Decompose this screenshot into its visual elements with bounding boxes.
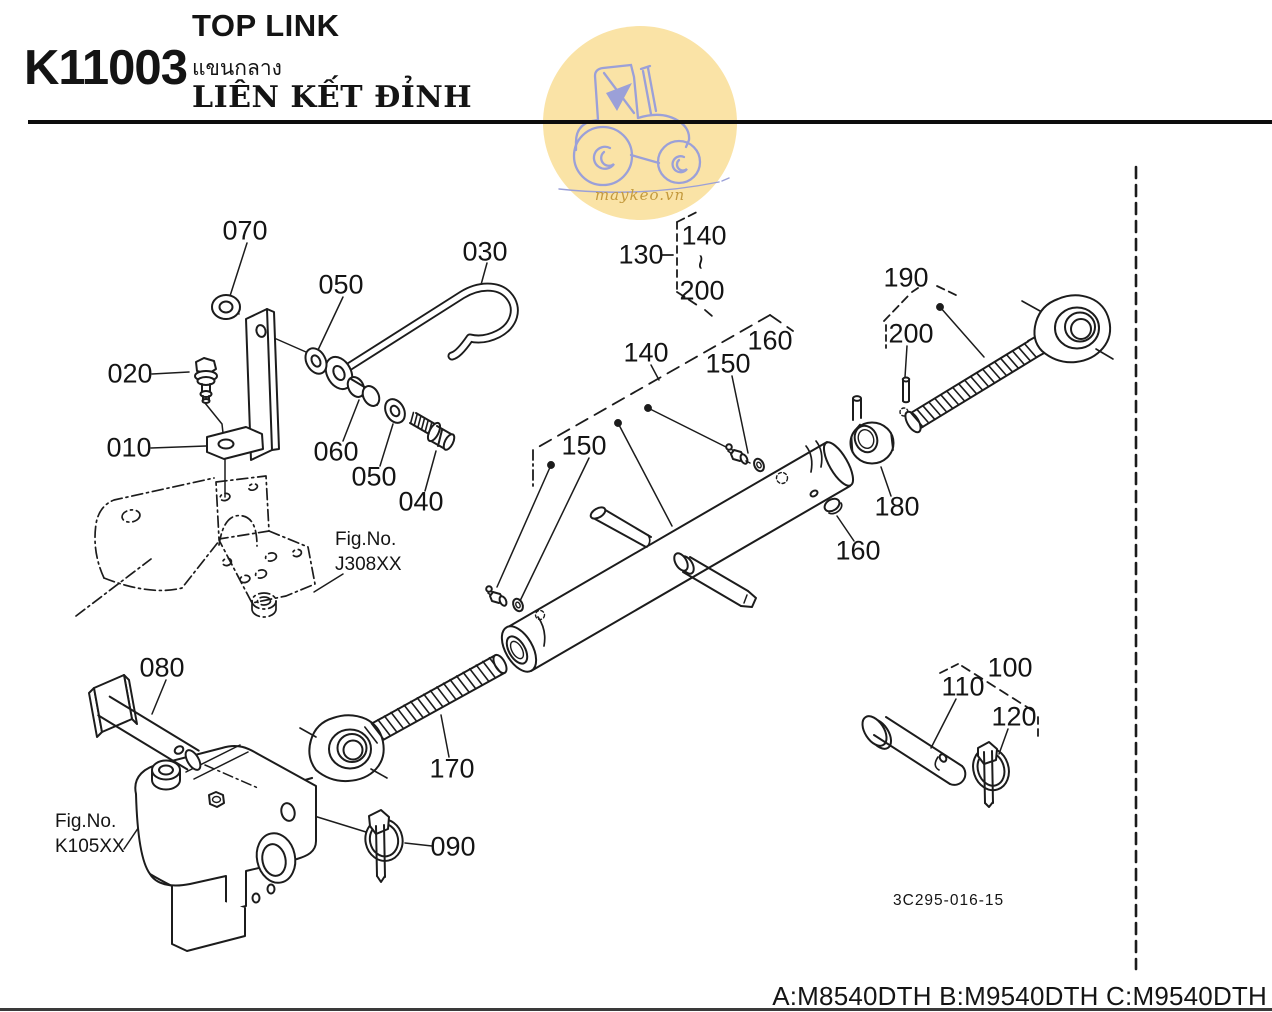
section-code: K11003 — [24, 41, 188, 95]
rod-170-assembly — [88, 653, 508, 952]
title-thai: แขนกลาง — [192, 57, 282, 80]
phantom-housing-j308 — [75, 475, 316, 618]
header-rule — [28, 120, 1272, 124]
model-applicability: A:M8540DTH B:M9540DTH C:M9540DTH — [772, 981, 1267, 1011]
title-english: TOP LINK — [192, 8, 340, 43]
watermark-text: maykeo.vn — [594, 186, 686, 204]
bracket-assembly — [194, 282, 519, 498]
rod-190-assembly — [849, 294, 1114, 465]
group-boundary — [532, 210, 1039, 740]
drawing-code: 3C295-016-15 — [893, 892, 1005, 909]
turnbuckle-tube — [485, 407, 909, 673]
bottom-rule — [0, 1008, 1272, 1011]
title-vietnamese: LIÊN KẾT ĐỈNH — [192, 80, 473, 115]
pin-110-assembly — [861, 715, 1010, 808]
tractor-watermark-icon — [558, 63, 730, 193]
leader-lines — [123, 242, 1009, 850]
thread-lines — [364, 342, 1038, 744]
